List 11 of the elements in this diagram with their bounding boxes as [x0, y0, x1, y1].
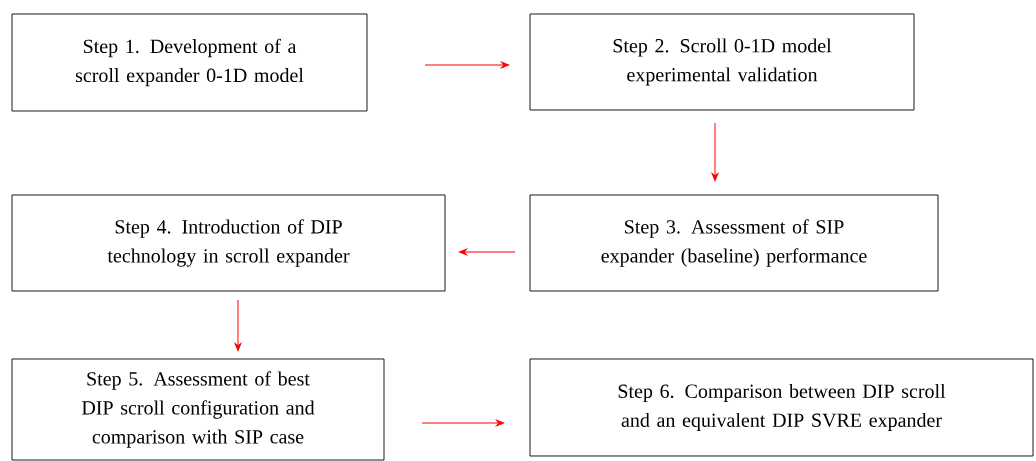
arrow: [234, 299, 242, 352]
arrow: [458, 248, 516, 256]
step-box: Step 4. Introduction of DIP technology in scroll expander: [11, 194, 446, 292]
step-box: Step 2. Scroll 0-1D model experimental validation: [529, 13, 915, 111]
arrow: [424, 61, 510, 69]
step-box: Step 5. Assessment of best DIP scroll configuration and comparison with SIP case: [11, 358, 385, 461]
arrow: [421, 419, 505, 427]
step-box: Step 1. Development of a scroll expander 0-1D model: [11, 13, 368, 112]
arrow: [711, 122, 719, 182]
step-box: Step 6. Comparison between DIP scroll and an equivalent DIP SVRE expander: [529, 358, 1034, 457]
step-box: Step 3. Assessment of SIP expander (baseline) performance: [529, 194, 939, 292]
